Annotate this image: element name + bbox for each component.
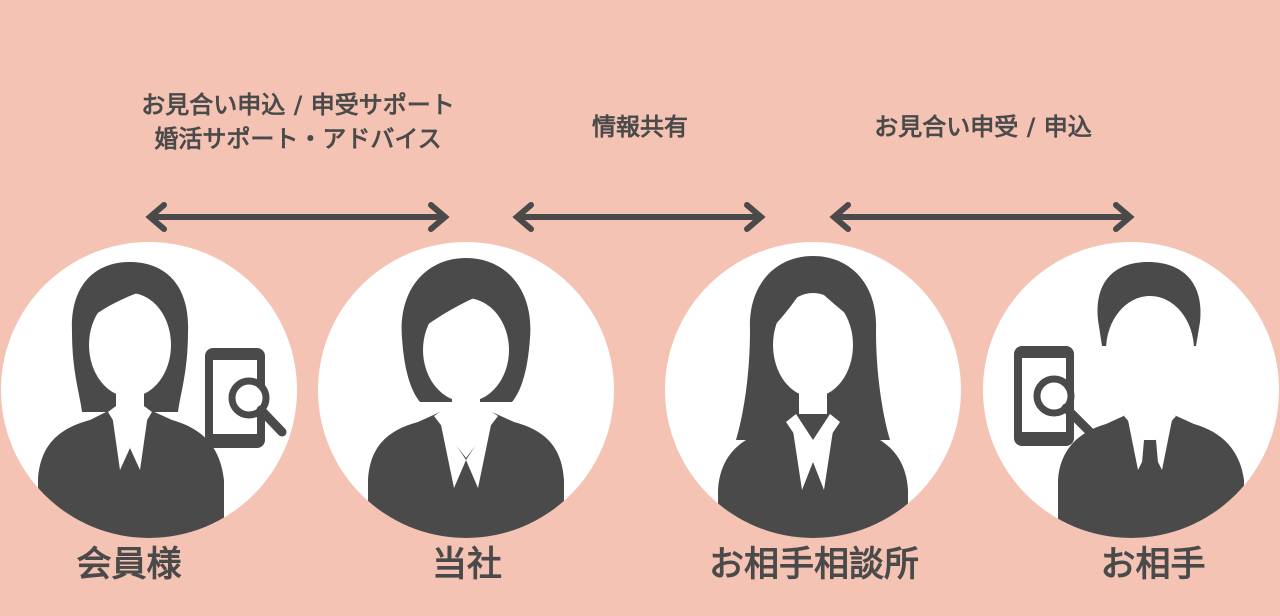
relation-label-company-agency: 情報共有 bbox=[540, 110, 740, 144]
person-circle-company bbox=[318, 242, 614, 538]
relation-label-line: お見合い申受 / 申込 bbox=[874, 113, 1092, 141]
woman-long-hair-icon bbox=[718, 256, 908, 538]
relation-label-line: 情報共有 bbox=[592, 113, 688, 141]
person-name-agency: お相手相談所 bbox=[708, 545, 919, 585]
relation-label-member-company: お見合い申込 / 申受サポート 婚活サポート・アドバイス bbox=[98, 88, 498, 156]
woman-short-hair-icon bbox=[368, 258, 564, 538]
person-circle-partner bbox=[983, 242, 1279, 538]
person-circle-agency bbox=[665, 242, 961, 538]
arrow-company-agency bbox=[512, 202, 766, 232]
arrow-member-company bbox=[145, 202, 450, 232]
arrow-agency-partner bbox=[829, 202, 1135, 232]
relation-label-line: お見合い申込 / 申受サポート bbox=[141, 91, 455, 119]
person-name-partner: お相手 bbox=[1100, 545, 1206, 585]
person-name-company: 当社 bbox=[431, 545, 502, 585]
person-name-member: 会員様 bbox=[76, 545, 182, 585]
relation-label-agency-partner: お見合い申受 / 申込 bbox=[833, 110, 1133, 144]
man-with-phone-search-icon bbox=[1014, 262, 1244, 538]
person-circle-member bbox=[1, 242, 297, 538]
relation-label-line: 婚活サポート・アドバイス bbox=[154, 125, 442, 153]
woman-with-phone-search-icon bbox=[38, 262, 287, 538]
